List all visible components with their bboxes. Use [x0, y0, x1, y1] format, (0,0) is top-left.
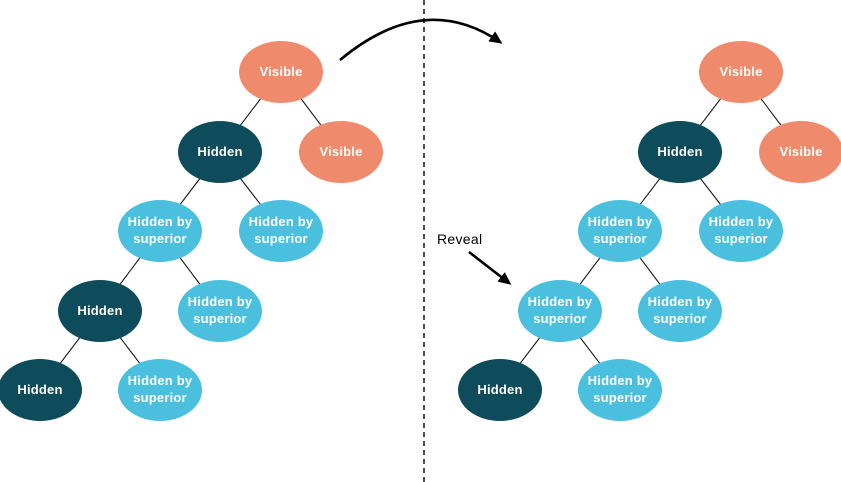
tree-node-label: Hidden: [477, 381, 523, 397]
tree-node-label: Hidden by superior: [127, 373, 193, 405]
tree-node-label: Hidden by superior: [248, 214, 314, 246]
transition-arrow: [339, 18, 503, 61]
left-tree-node-root: Visible: [239, 41, 323, 103]
right-tree-node-root: Visible: [699, 41, 783, 103]
left-tree-node-hidden-2: Hidden: [58, 280, 142, 342]
tree-node-label: Visible: [319, 143, 363, 159]
tree-node-label: Hidden: [77, 302, 123, 318]
right-tree-node-hbs-1: Hidden by superior: [578, 200, 662, 262]
tree-node-label: Hidden by superior: [527, 294, 593, 326]
right-tree-node-hbs-4: Hidden by superior: [578, 359, 662, 421]
right-tree-node-hbs-3: Hidden by superior: [638, 280, 722, 342]
right-tree-node-revealed: Hidden by superior: [518, 280, 602, 342]
left-tree-node-visible-child: Visible: [299, 121, 383, 183]
left-tree-node-hidden: Hidden: [178, 121, 262, 183]
tree-node-label: Hidden by superior: [127, 214, 193, 246]
tree-node-label: Visible: [259, 63, 303, 79]
left-tree-node-hbs-3: Hidden by superior: [178, 280, 262, 342]
right-tree-node-hidden: Hidden: [638, 121, 722, 183]
reveal-arrow: [468, 250, 512, 285]
tree-node-label: Hidden: [197, 143, 243, 159]
left-tree-node-hbs-2: Hidden by superior: [239, 200, 323, 262]
tree-node-label: Hidden by superior: [647, 294, 713, 326]
tree-node-label: Visible: [779, 143, 823, 159]
right-tree-node-hidden-2: Hidden: [458, 359, 542, 421]
left-tree-node-hidden-3: Hidden: [0, 359, 82, 421]
tree-node-label: Hidden by superior: [587, 373, 653, 405]
tree-node-label: Hidden by superior: [187, 294, 253, 326]
tree-node-label: Visible: [719, 63, 763, 79]
tree-node-label: Hidden by superior: [708, 214, 774, 246]
tree-node-label: Hidden: [657, 143, 703, 159]
tree-node-label: Hidden: [17, 381, 63, 397]
left-tree-node-hbs-4: Hidden by superior: [118, 359, 202, 421]
right-tree-node-hbs-2: Hidden by superior: [699, 200, 783, 262]
tree-node-label: Hidden by superior: [587, 214, 653, 246]
left-tree-node-hbs-1: Hidden by superior: [118, 200, 202, 262]
right-tree-node-visible-child: Visible: [759, 121, 841, 183]
reveal-label: Reveal: [437, 231, 483, 247]
